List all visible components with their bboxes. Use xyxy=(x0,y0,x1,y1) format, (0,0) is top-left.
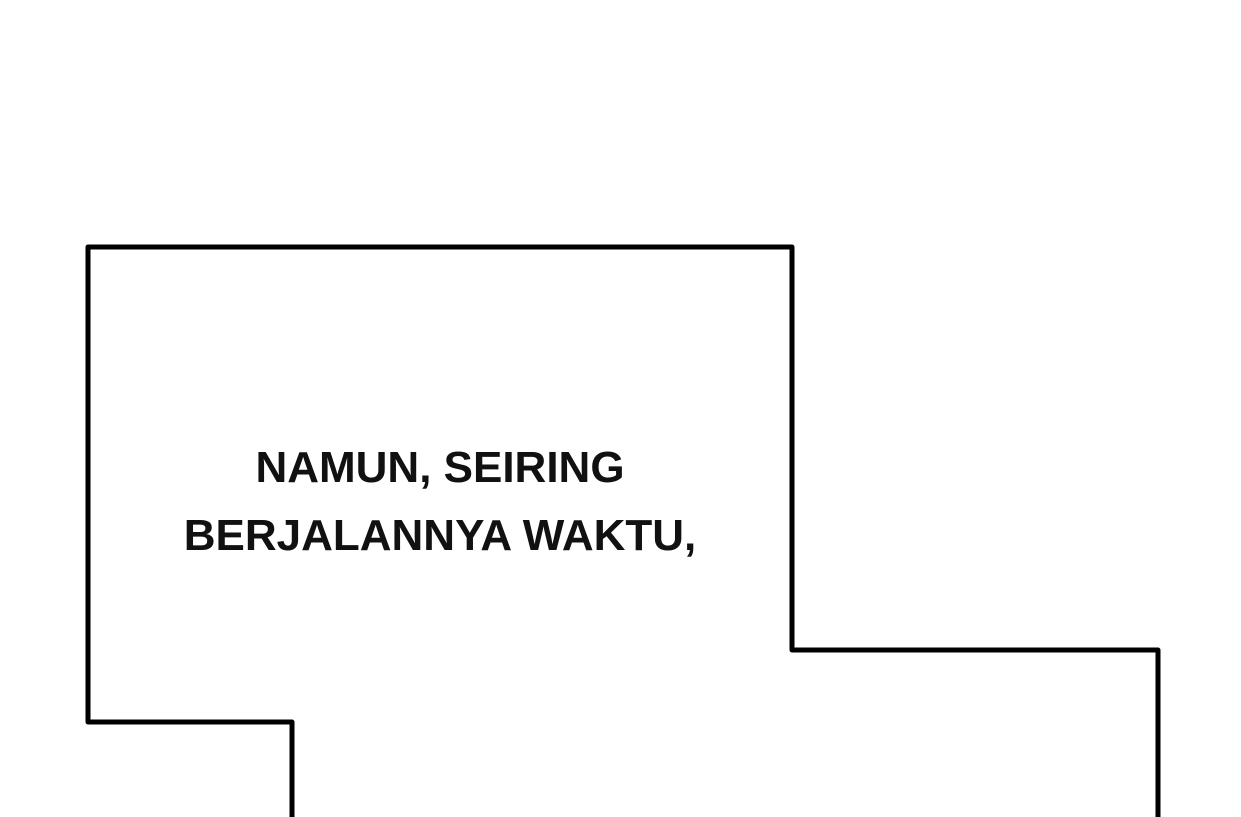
left-panel-border xyxy=(85,244,1161,817)
narration-caption: NAMUN, SEIRING BERJALANNYA WAKTU, xyxy=(88,434,792,570)
caption-line-2: BERJALANNYA WAKTU, xyxy=(183,511,697,560)
caption-line-1: NAMUN, SEIRING xyxy=(255,443,625,492)
